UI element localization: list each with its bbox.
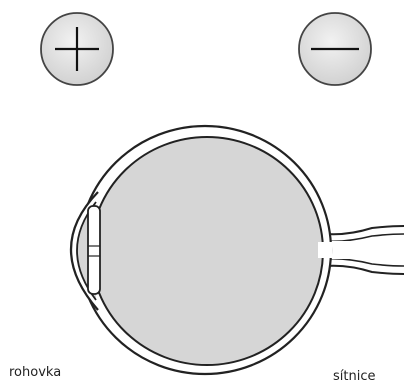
cornea-label: rohovka	[9, 366, 61, 379]
vitreous-body	[91, 137, 323, 365]
converging-lens-icon	[41, 13, 113, 85]
eye-lens	[88, 206, 100, 294]
eye-diagram	[71, 126, 404, 374]
retina-label: sítnice	[333, 370, 375, 383]
diverging-lens-icon	[299, 13, 371, 85]
